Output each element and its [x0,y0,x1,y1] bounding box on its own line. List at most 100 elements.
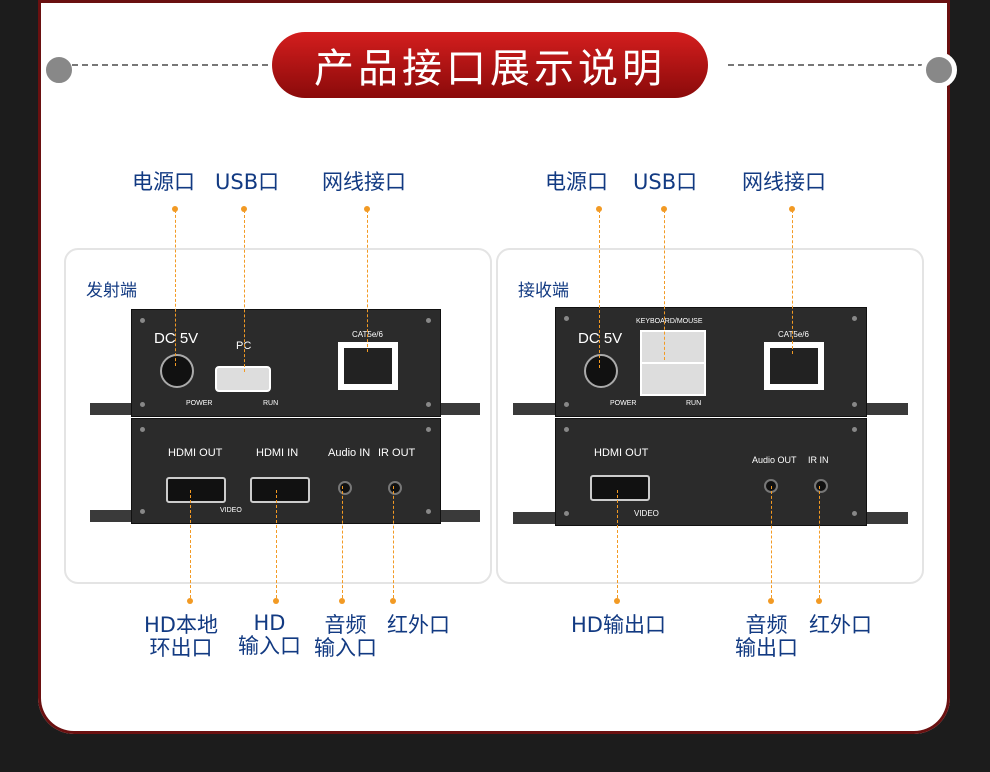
screw [852,427,857,432]
rx-video-label: VIDEO [634,509,659,518]
transmitter-title: 发射端 [86,281,137,301]
leader-dot [187,598,193,604]
label-net-left: 网线接口 [322,170,406,194]
leader-dot [768,598,774,604]
screw [426,402,431,407]
screw [852,316,857,321]
rx-power-label: POWER [610,400,637,407]
label-hd-in-line1: HD [253,611,286,635]
label-audio-in-line2: 输入口 [314,636,377,660]
tx-rj45-port [338,342,398,390]
leader-dot [390,598,396,604]
rx-dc-label: DC 5V [578,330,623,347]
leader-line [393,486,394,598]
rx-top-unit: DC 5V KEYBOARD/MOUSE POWER RUN CAT5e/6 [555,307,867,417]
screw [140,427,145,432]
tx-usb-port [215,366,271,392]
tx-ir-out-label: IR OUT [378,447,416,459]
receiver-title: 接收端 [518,281,569,301]
rx-bot-right-ear [864,512,908,524]
rx-bot-left-ear [513,512,557,524]
label-power-right: 电源口 [545,170,608,194]
screw [426,318,431,323]
label-power-left: 电源口 [132,170,195,194]
screw [564,511,569,516]
leader-dot [273,598,279,604]
tx-top-unit: DC 5V PC POWER RUN CAT5e/6 [131,309,441,417]
label-usb-left: USB口 [215,170,280,194]
leader-dot [614,598,620,604]
rx-usb-port-lower [640,362,706,396]
label-audio-out-line1: 音频 [745,613,788,637]
rx-bottom-unit: HDMI OUT VIDEO Audio OUT IR IN [555,418,867,526]
label-ir-left: 红外口 [387,613,450,637]
label-net-right: 网线接口 [742,170,826,194]
screw [564,316,569,321]
tx-top-right-ear [436,403,480,415]
tx-hdmi-in-label: HDMI IN [256,447,299,459]
screw [140,509,145,514]
leader-line [819,486,820,598]
label-audio-in-line1: 音频 [324,613,367,637]
tx-hdmi-out-port [166,477,226,503]
screw [852,402,857,407]
tx-hdmi-in-port [250,477,310,503]
rx-usb-port-upper [640,330,706,364]
leader-dot [789,206,795,212]
leader-line [664,210,665,360]
screw [426,509,431,514]
rx-top-left-ear [513,403,557,415]
rx-top-right-ear [864,403,908,415]
label-hd-loop: HD本地 环出口 [144,614,218,660]
rx-keyboard-label: KEYBOARD/MOUSE [636,318,703,325]
tx-bot-left-ear [90,510,134,522]
rx-ir-in-jack [814,479,828,493]
leader-dot [661,206,667,212]
tx-bottom-unit: HDMI OUT HDMI IN VIDEO Audio IN IR OUT [131,418,441,524]
screw [426,427,431,432]
rx-ir-in-label: IR IN [808,455,829,465]
label-audio-out: 音频 输出口 [735,614,798,660]
label-usb-right: USB口 [633,170,698,194]
leader-dot [364,206,370,212]
label-hd-loop-line2: 环出口 [149,636,213,660]
rx-rj45-port [764,342,824,390]
rx-cat-label: CAT5e/6 [778,330,809,339]
tx-ir-out-jack [388,481,402,495]
right-header-dot [921,52,957,88]
left-header-line [72,64,268,66]
leader-line [617,490,618,598]
leader-dot [596,206,602,212]
leader-line [771,486,772,598]
tx-audio-in-label: Audio IN [328,447,371,459]
label-ir-right: 红外口 [809,613,872,637]
leader-dot [172,206,178,212]
screw [564,402,569,407]
leader-line [342,486,343,598]
tx-dc-port [160,354,194,388]
leader-dot [241,206,247,212]
left-header-dot [41,52,77,88]
tx-hdmi-out-label: HDMI OUT [168,447,223,459]
label-hd-in: HD 输入口 [238,612,301,658]
rx-hdmi-out-port [590,475,650,501]
label-hd-loop-line1: HD本地 [144,613,218,637]
screw [852,511,857,516]
label-audio-in: 音频 输入口 [314,614,377,660]
tx-power-label: POWER [186,400,213,407]
tx-bot-right-ear [436,510,480,522]
leader-line [599,210,600,368]
tx-pc-label: PC [236,340,252,352]
tx-audio-in-jack [338,481,352,495]
rx-run-label: RUN [686,400,702,407]
label-audio-out-line2: 输出口 [735,636,798,660]
rx-audio-out-label: Audio OUT [752,455,797,465]
leader-line [190,490,191,598]
tx-video-label: VIDEO [220,507,242,514]
leader-dot [339,598,345,604]
leader-line [367,210,368,352]
page-title: 产品接口展示说明 [272,32,708,98]
label-hd-out: HD输出口 [571,613,666,637]
tx-dc-label: DC 5V [154,330,199,347]
leader-line [792,210,793,354]
